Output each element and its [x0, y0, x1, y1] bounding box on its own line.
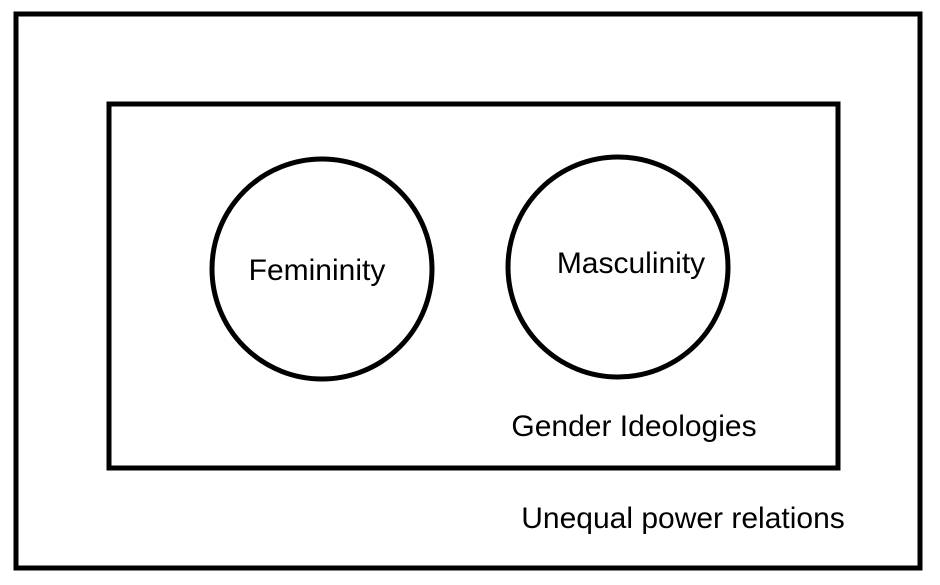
- unequal-power-relations-label: Unequal power relations: [521, 502, 845, 535]
- femininity-label: Femininity: [249, 254, 386, 287]
- gender-ideologies-label: Gender Ideologies: [511, 410, 756, 443]
- masculinity-label: Masculinity: [557, 247, 705, 280]
- inner-box: [106, 101, 841, 471]
- femininity-circle: [209, 156, 435, 382]
- masculinity-circle: [505, 154, 731, 380]
- outer-box: [13, 11, 923, 571]
